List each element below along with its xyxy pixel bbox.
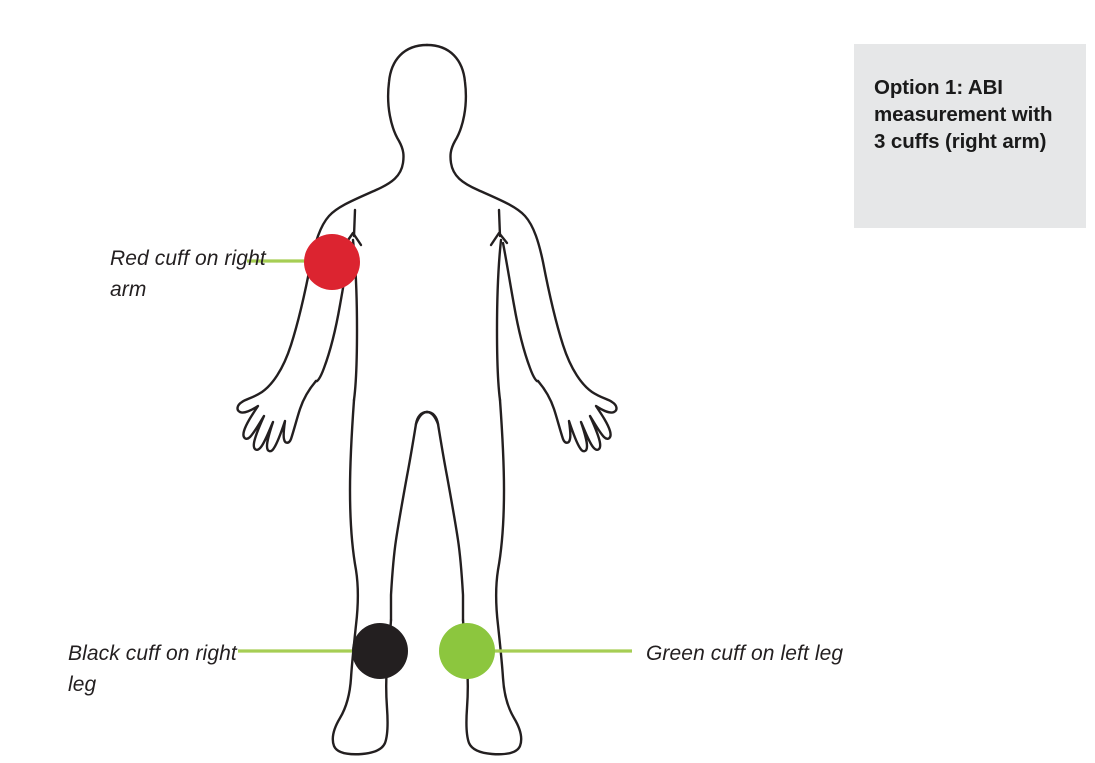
title-callout-box: Option 1: ABI measurement with 3 cuffs (… [854,44,1086,228]
label-black-cuff: Black cuff on right leg [68,642,237,696]
cuff-marker-black-right-leg[interactable] [352,623,408,679]
body-outline [236,43,618,756]
title-text: Option 1: ABI measurement with 3 cuffs (… [874,76,1053,153]
cuff-marker-red-right-arm[interactable] [304,234,360,290]
label-green-cuff: Green cuff on left leg [646,642,844,665]
cuff-marker-green-left-leg[interactable] [439,623,495,679]
label-red-cuff: Red cuff on right arm [110,247,266,301]
